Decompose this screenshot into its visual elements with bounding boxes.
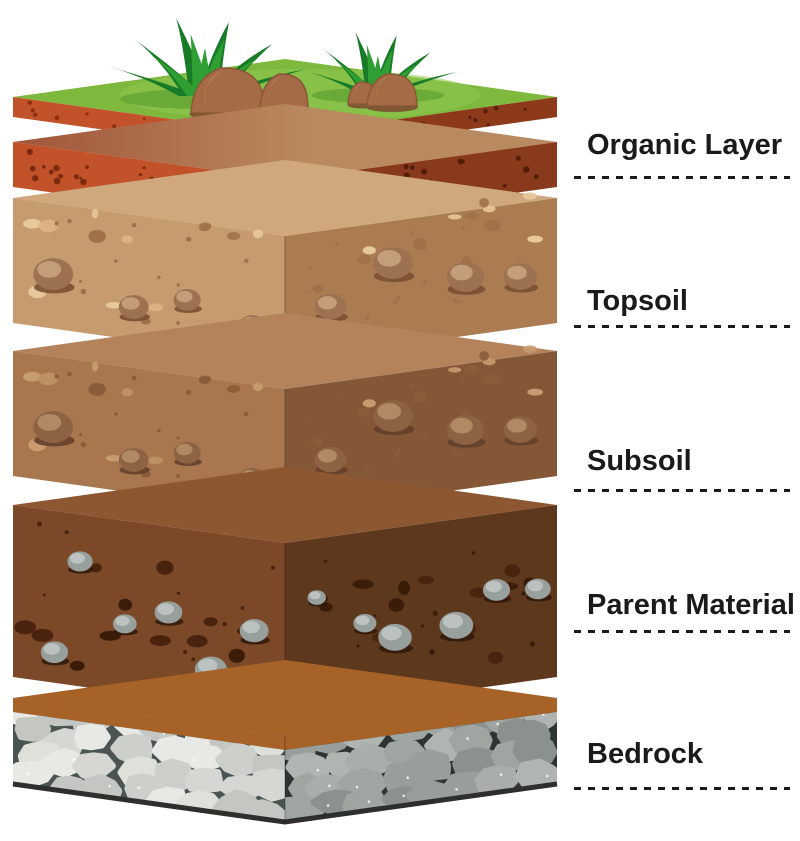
layer-topsoil [13, 160, 557, 361]
layer-bedrock [12, 660, 558, 825]
grass-and-rocks [106, 18, 457, 122]
layer-parent [13, 467, 557, 715]
